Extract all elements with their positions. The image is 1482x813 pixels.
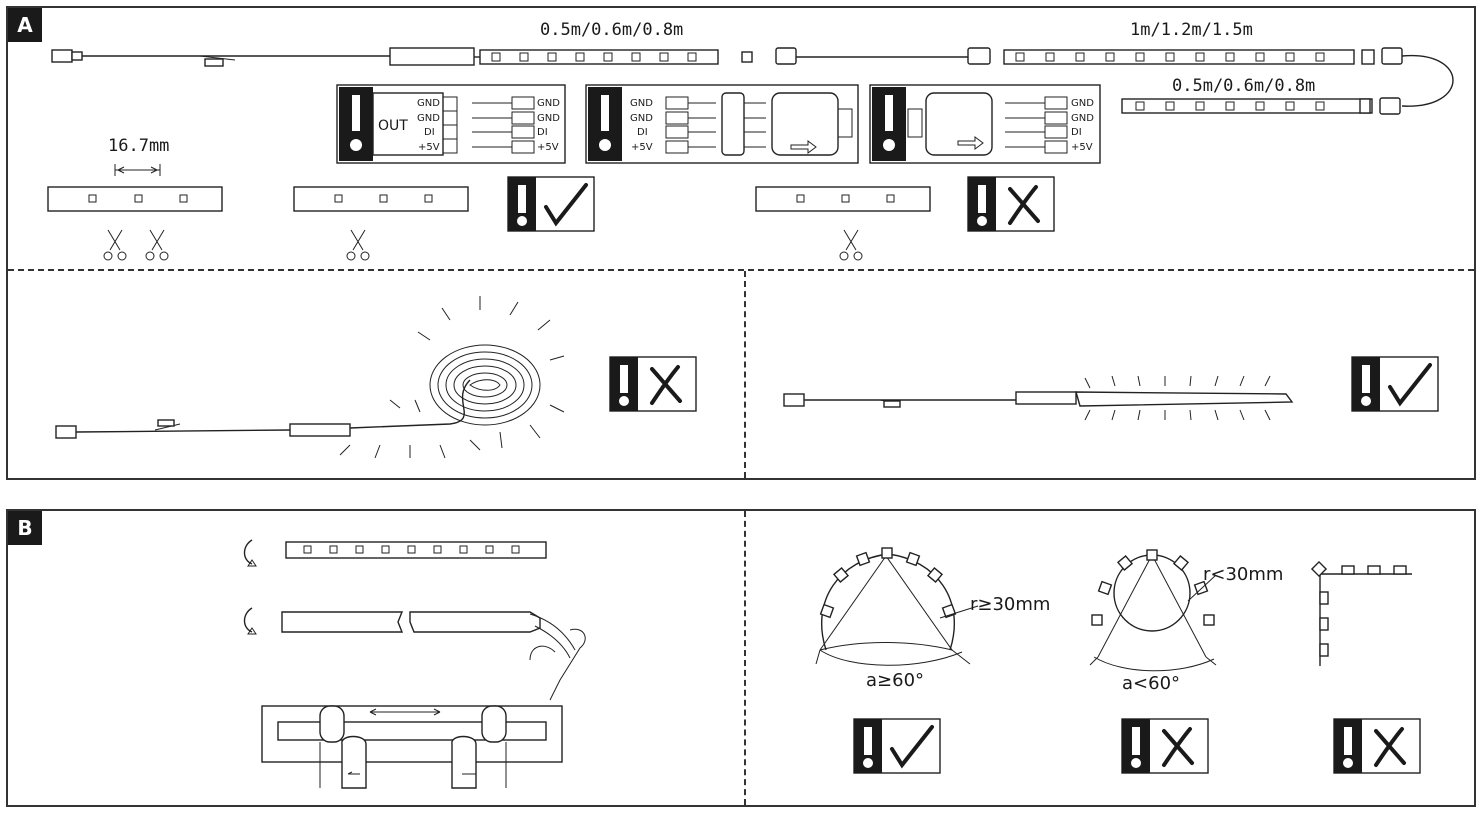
pin-label: GND [1071, 113, 1094, 124]
cut-spacing-label: 16.7mm [108, 136, 170, 156]
not-allowed-badge-icon [967, 176, 1055, 232]
pin-label: GND [417, 98, 440, 109]
top-strip-leds [491, 52, 1325, 111]
angle-bad-label: a<60° [1122, 673, 1181, 694]
connector-icon [204, 58, 224, 67]
led-strip-long [1003, 49, 1355, 65]
section-b-panel: B [6, 509, 1476, 807]
corner-bend-illustration [1310, 560, 1412, 666]
led-strip-back [281, 611, 404, 633]
section-a-label: A [8, 8, 42, 42]
pinout-box-1 [336, 84, 566, 164]
rotate-icon [243, 539, 253, 565]
pin-label: DI [1071, 127, 1082, 138]
radius-ok-label: r≥30mm [970, 594, 1051, 615]
pin-label: DI [424, 127, 435, 138]
cut-strip-3 [755, 186, 931, 212]
section-a-divider-vertical [744, 271, 746, 478]
section-a-divider-horizontal [8, 269, 1474, 271]
mounting-steps-illustration [243, 539, 586, 789]
pin-label: +5V [631, 142, 653, 153]
pin-label: GND [630, 98, 653, 109]
pin-label: GND [537, 113, 560, 124]
scissors-icon [103, 229, 863, 261]
rotate-icon [243, 607, 253, 633]
pinout-box-3 [869, 84, 1101, 164]
pin-label: DI [537, 127, 548, 138]
controller-out-label: OUT [378, 118, 408, 134]
bend-ok-illustration [815, 547, 979, 666]
length-label-short-2: 0.5m/0.6m/0.8m [1172, 76, 1316, 96]
coiled-strip-illustration [55, 296, 565, 459]
approved-badge-icon [853, 718, 941, 774]
approved-badge-icon [507, 176, 595, 232]
length-label-long: 1m/1.2m/1.5m [1130, 20, 1253, 40]
pin-label: GND [537, 98, 560, 109]
cut-strips [47, 164, 931, 261]
cut-strip-2 [293, 186, 469, 212]
led-strip-short [479, 49, 719, 65]
straight-strip-illustration [783, 375, 1294, 421]
length-label-short: 0.5m/0.6m/0.8m [540, 20, 684, 40]
radius-bad-label: r<30mm [1203, 564, 1284, 585]
approved-badge-icon [1351, 356, 1439, 412]
usb-cable-and-controller [51, 47, 1454, 115]
pin-label: +5V [418, 142, 440, 153]
bend-bad-illustration [1089, 549, 1217, 672]
pin-label: DI [637, 127, 648, 138]
pin-label: GND [630, 113, 653, 124]
pin-label: GND [417, 113, 440, 124]
pinout-box-2 [585, 84, 859, 164]
pin-label: +5V [537, 142, 559, 153]
not-allowed-badge-icon [1121, 718, 1209, 774]
light-rays-icon [1084, 375, 1271, 421]
section-b-divider-vertical [744, 511, 746, 805]
pin-label: GND [1071, 98, 1094, 109]
heat-rays-icon [339, 296, 565, 459]
angle-ok-label: a≥60° [866, 670, 925, 691]
led-strip-short-2 [1121, 98, 1373, 114]
section-b-label: B [8, 511, 42, 545]
not-allowed-badge-icon [609, 356, 697, 412]
led-strip-front [285, 541, 547, 559]
not-allowed-badge-icon [1333, 718, 1421, 774]
pin-label: +5V [1071, 142, 1093, 153]
